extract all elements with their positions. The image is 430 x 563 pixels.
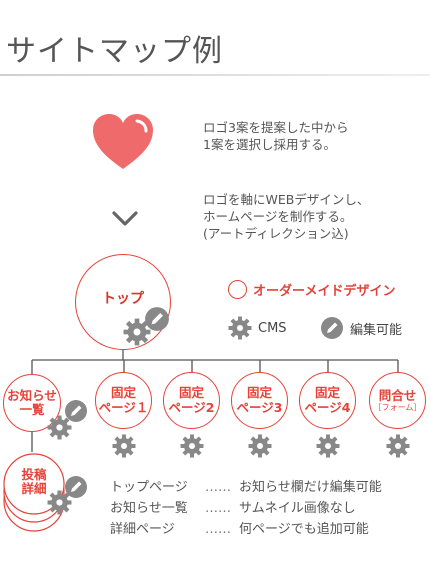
node-fixed-page-4-line-2: ページ4 (304, 399, 351, 415)
gear-icon (248, 434, 272, 458)
node-top[interactable]: トップ (75, 254, 171, 350)
info-key: 詳細ページ (110, 522, 175, 537)
pencil-icon (145, 307, 169, 331)
gear-icon (180, 434, 204, 458)
node-post-detail-line-1: 投稿 (21, 466, 47, 482)
legend-cms-label: CMS (258, 320, 287, 336)
node-post-detail-line-2: 詳細 (21, 481, 47, 496)
pencil-icon (321, 317, 343, 339)
title-divider (0, 74, 430, 76)
node-top-label: トップ (102, 290, 144, 307)
logo-note: ロゴ3案を提案した中から 1案を選択し採用する。 (203, 119, 348, 153)
node-fixed-page-3[interactable]: 固定 ページ3 (231, 372, 288, 429)
web-note-line-3: (アートディレクション込) (203, 226, 349, 241)
info-row-top: トップページ …… お知らせ欄だけ編集可能 (110, 476, 382, 495)
node-contact-form[interactable]: 問合せ ［フォーム］ (369, 372, 426, 429)
node-contact-form-line-1: 問合せ (378, 387, 417, 403)
gear-icon (386, 434, 410, 458)
web-note: ロゴを軸にWEBデザインし、 ホームページを制作する。 (アートディレクション込… (203, 191, 369, 242)
gear-icon (316, 434, 340, 458)
node-fixed-page-1[interactable]: 固定 ページ１ (95, 372, 152, 429)
info-dots: …… (205, 501, 231, 516)
logo-note-line-1: ロゴ3案を提案した中から (203, 120, 349, 135)
info-dots: …… (205, 522, 231, 537)
node-fixed-page-1-line-2: ページ１ (98, 399, 149, 415)
logo-note-line-2: 1案を選択し採用する。 (203, 137, 336, 152)
info-dots: …… (205, 480, 231, 495)
gear-icon (123, 318, 151, 346)
node-news-list[interactable]: お知らせ 一覧 (3, 374, 61, 432)
pencil-icon (65, 476, 87, 498)
legend-cms: CMS (228, 316, 287, 340)
node-fixed-page-2-line-2: ページ2 (168, 399, 215, 415)
info-desc: 何ページでも追加可能 (239, 522, 369, 537)
node-fixed-page-4[interactable]: 固定 ページ4 (299, 372, 356, 429)
node-fixed-page-3-line-2: ページ3 (236, 399, 283, 415)
node-post-detail[interactable]: 投稿 詳細 (4, 452, 64, 512)
legend-custom-design: オーダーメイドデザイン (228, 280, 395, 299)
info-desc: お知らせ欄だけ編集可能 (239, 480, 382, 495)
web-note-line-2: ホームページを制作する。 (203, 209, 353, 224)
node-fixed-page-2[interactable]: 固定 ページ2 (163, 372, 220, 429)
pencil-icon (65, 400, 87, 422)
node-contact-form-line-2: ［フォーム］ (373, 403, 422, 413)
info-desc: サムネイル画像なし (239, 501, 356, 516)
node-fixed-page-2-line-1: 固定 (178, 385, 204, 401)
node-fixed-page-4-line-1: 固定 (314, 385, 340, 401)
node-news-list-line-2: 一覧 (19, 402, 45, 417)
node-fixed-page-1-line-1: 固定 (110, 385, 136, 401)
legend-custom-design-label: オーダーメイドデザイン (253, 284, 396, 299)
legend-editable-label: 編集可能 (350, 322, 403, 338)
heart-icon (93, 114, 153, 169)
legend-ring-icon (228, 280, 247, 299)
info-key: お知らせ一覧 (110, 501, 188, 516)
web-note-line-1: ロゴを軸にWEBデザインし、 (203, 192, 370, 207)
info-key: トップページ (110, 480, 188, 495)
info-row-news: お知らせ一覧 …… サムネイル画像なし (110, 497, 356, 516)
gear-icon (47, 415, 72, 440)
node-news-list-line-1: お知らせ (7, 387, 57, 403)
gear-icon (228, 316, 252, 340)
info-row-detail: 詳細ページ …… 何ページでも追加可能 (110, 518, 369, 537)
chevron-down-icon (112, 211, 138, 226)
gear-icon (112, 434, 136, 458)
node-fixed-page-3-line-1: 固定 (246, 385, 272, 401)
page-title: サイトマップ例 (6, 34, 223, 69)
legend-editable: 編集可能 (320, 316, 402, 340)
